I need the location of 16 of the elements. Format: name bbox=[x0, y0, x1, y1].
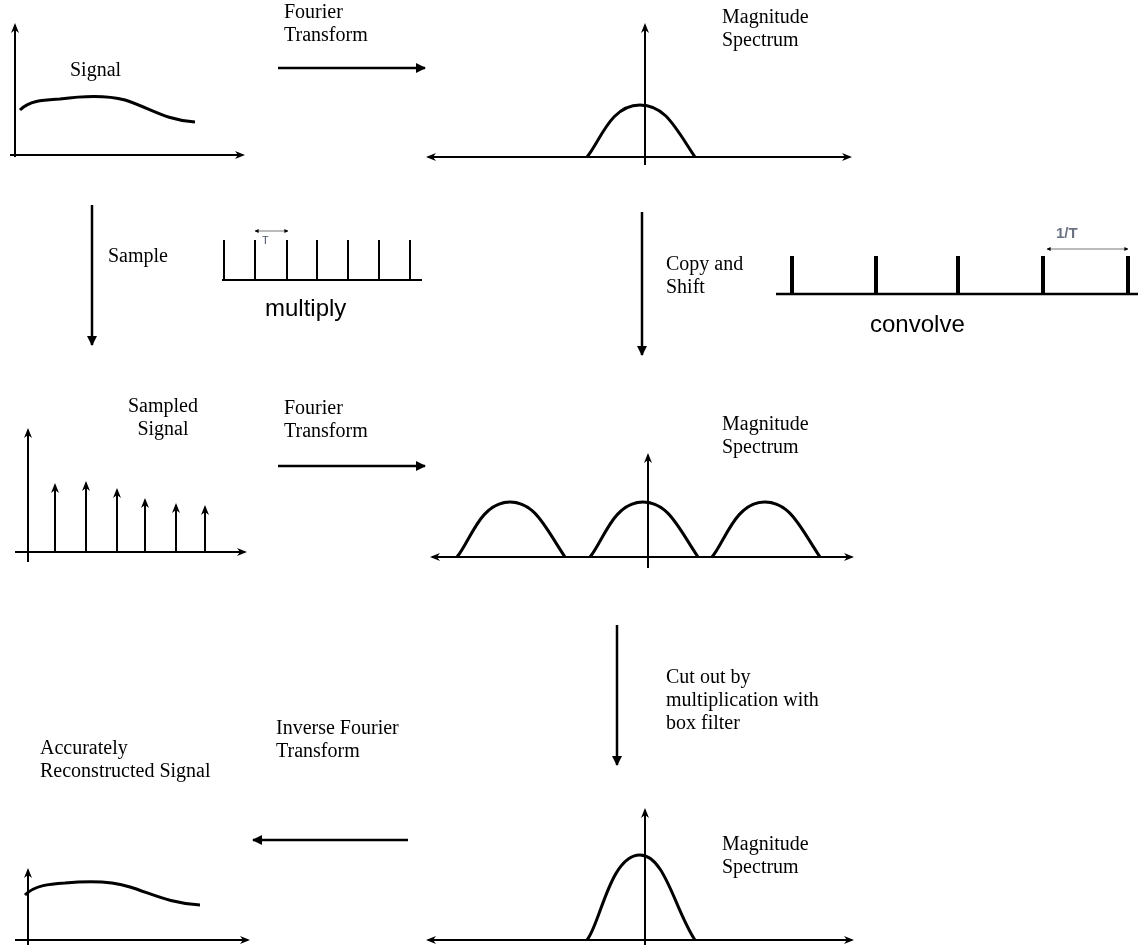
plot-title: Magnitude Spectrum bbox=[722, 832, 810, 878]
operation-label: multiply bbox=[265, 293, 347, 323]
plot-title: Magnitude Spectrum bbox=[722, 412, 810, 458]
dimension-label: 1/T bbox=[1056, 223, 1078, 243]
dimension-label: T bbox=[262, 233, 269, 248]
plot-title: Accurately Reconstructed Signal bbox=[40, 736, 212, 782]
arrow bbox=[637, 212, 647, 356]
arrow bbox=[252, 835, 408, 845]
plot-title: Signal bbox=[70, 58, 123, 81]
plot-title: Magnitude Spectrum bbox=[722, 5, 810, 51]
arrow bbox=[278, 63, 426, 73]
arrow bbox=[278, 461, 426, 471]
arrow bbox=[612, 625, 622, 766]
arrow bbox=[87, 205, 97, 346]
plot-title: Sampled Signal bbox=[127, 394, 199, 440]
operation-label: convolve bbox=[870, 309, 965, 339]
